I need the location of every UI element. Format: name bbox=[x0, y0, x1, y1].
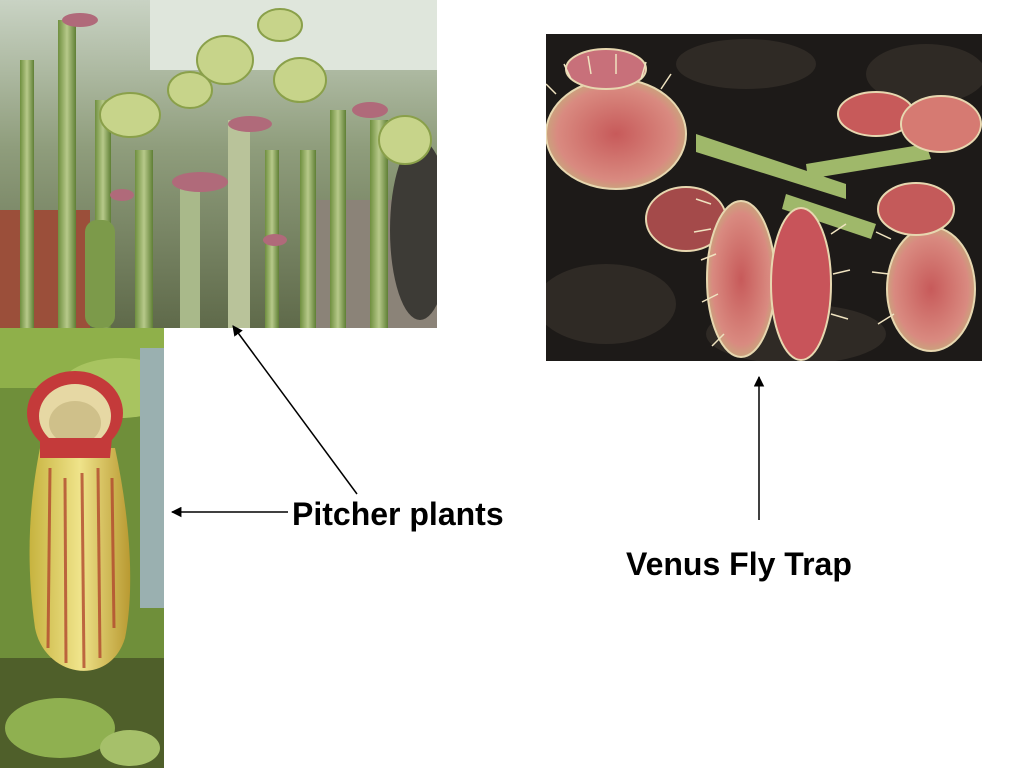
nepenthes-pitcher-photo-art bbox=[0, 328, 164, 768]
pitcher-plants-label: Pitcher plants bbox=[292, 496, 504, 532]
venus-fly-trap-photo bbox=[546, 34, 982, 361]
arrow-to-sarracenia bbox=[232, 325, 358, 495]
venus-fly-trap-label: Venus Fly Trap bbox=[626, 546, 852, 582]
pitcher-plants-photo bbox=[0, 0, 437, 328]
nepenthes-pitcher-photo bbox=[0, 328, 164, 768]
venus-fly-trap-photo-art bbox=[546, 34, 982, 361]
pitcher-plants-photo-art bbox=[0, 0, 437, 328]
